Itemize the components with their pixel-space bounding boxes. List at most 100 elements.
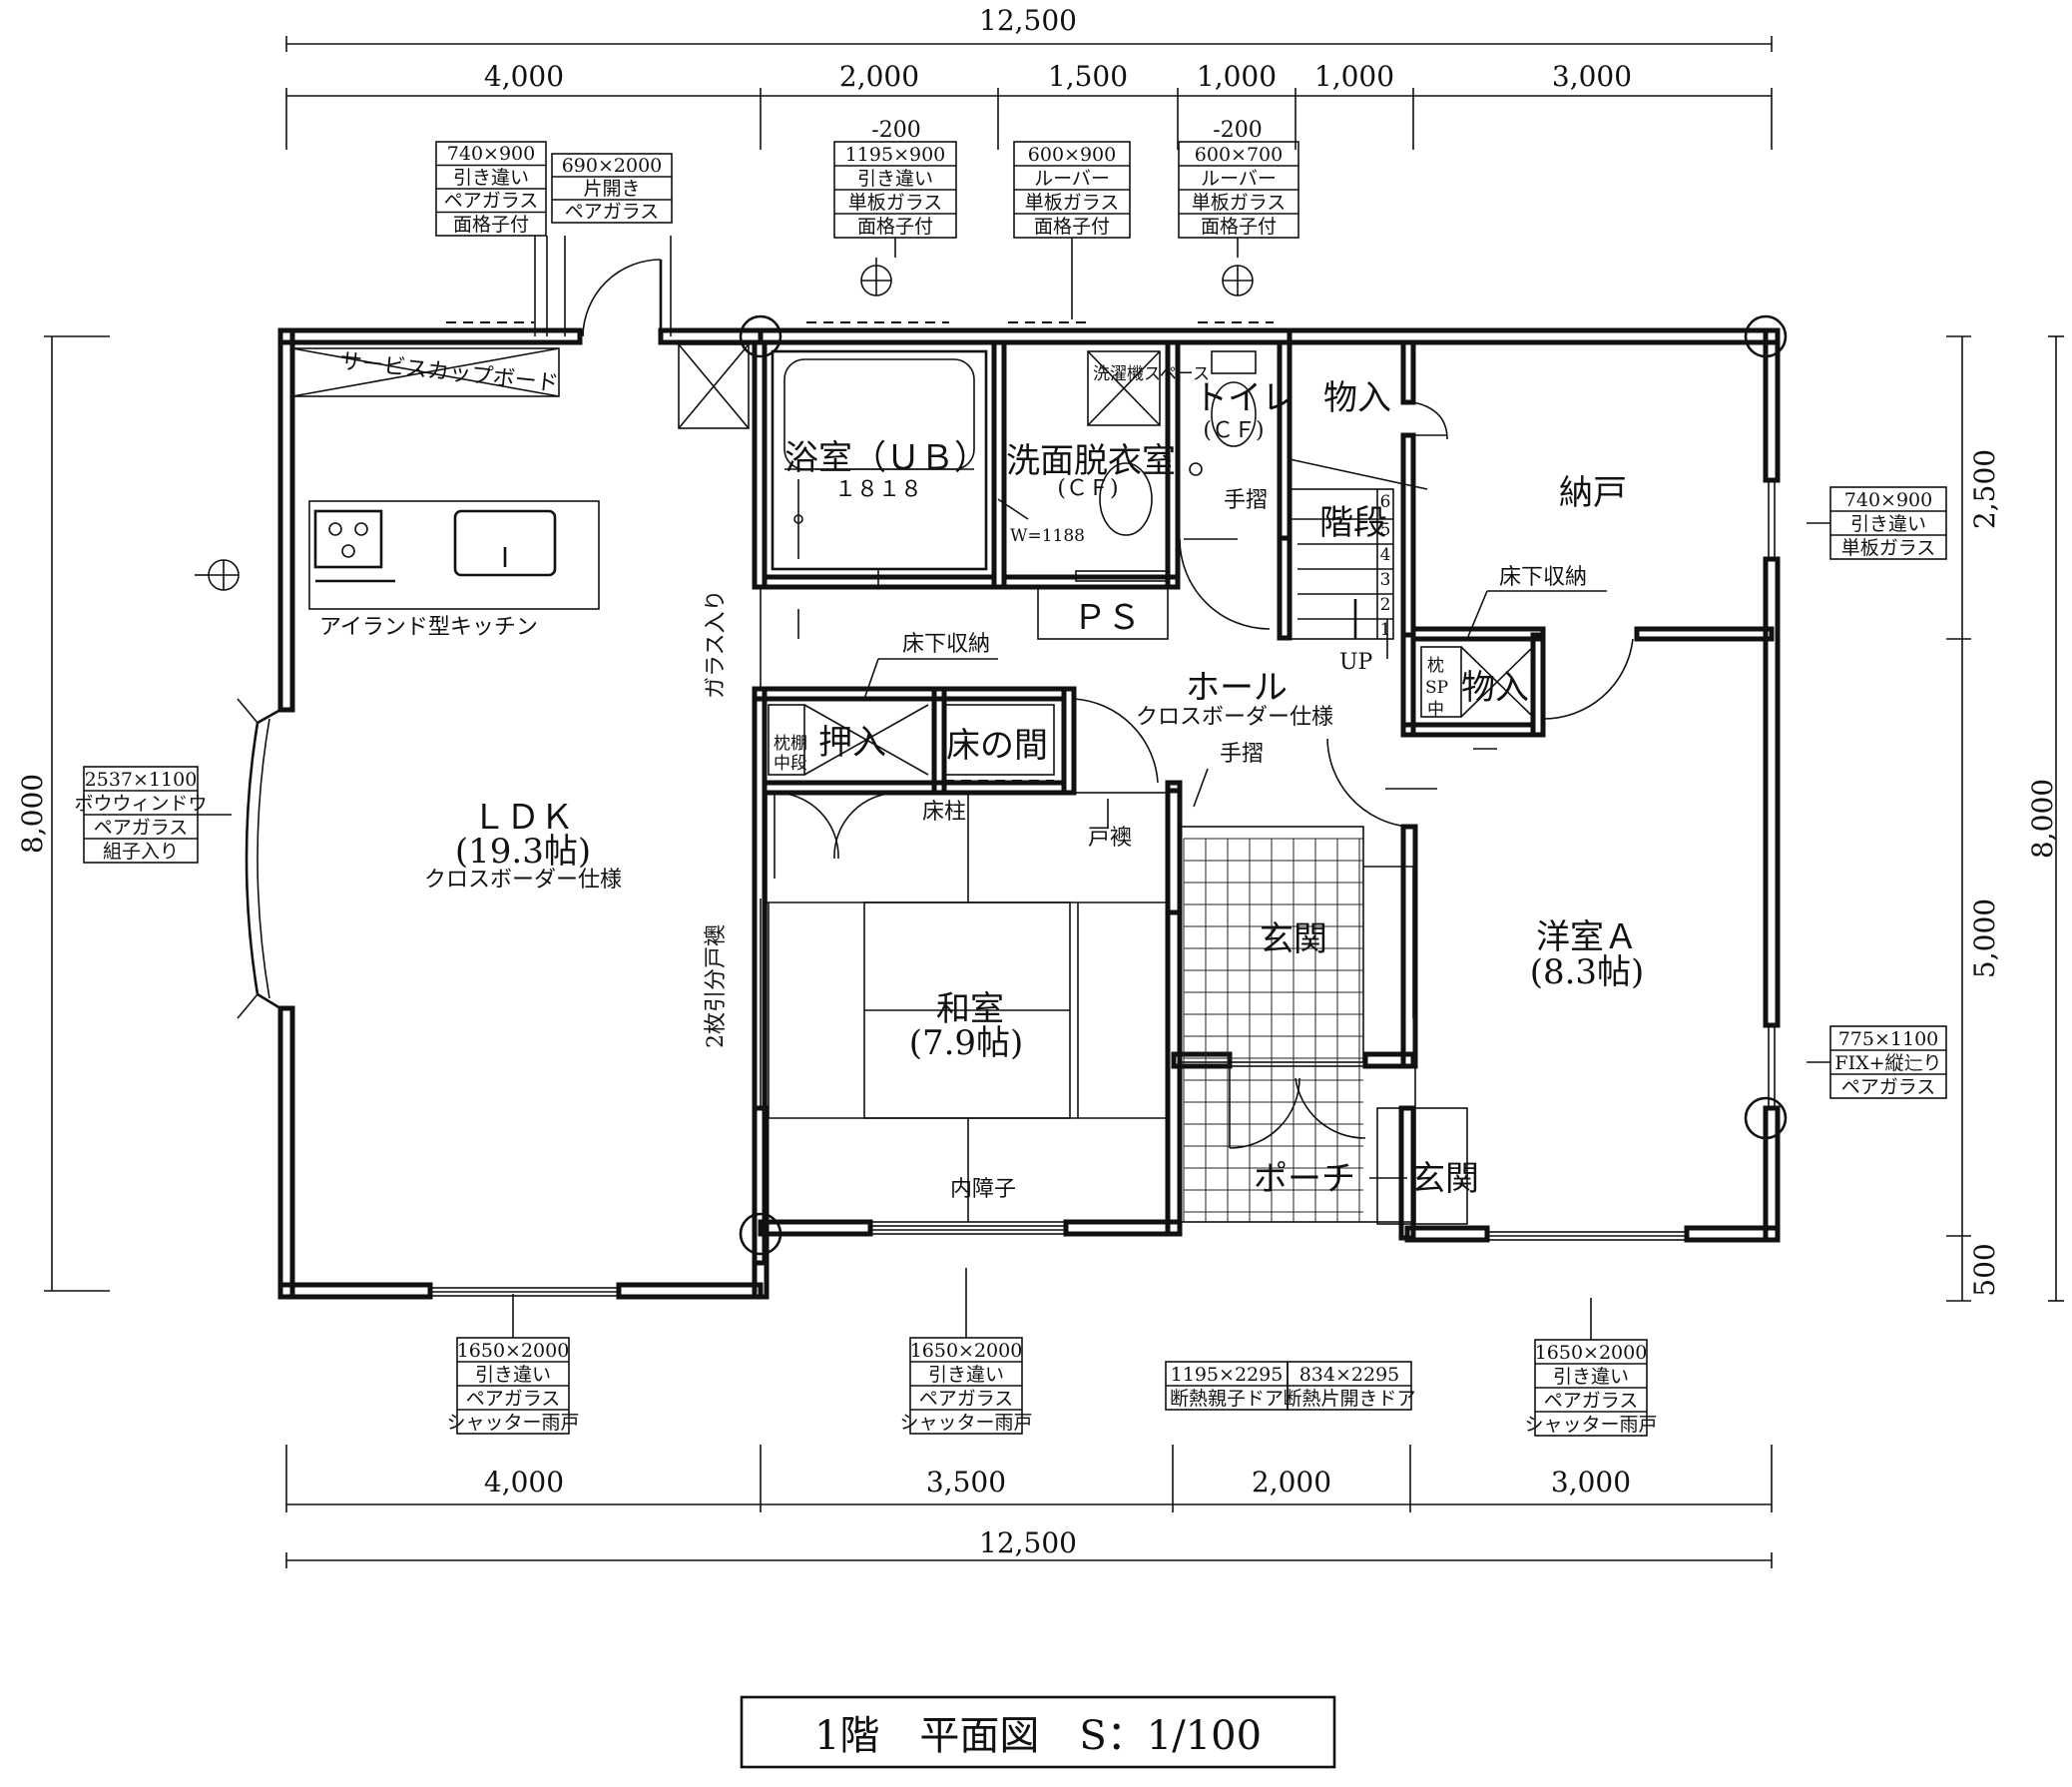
kitchen: サービスカップボード アイランド型キッチン: [291, 347, 600, 640]
wash-window-glass: 単板ガラス: [1025, 192, 1120, 214]
porch-label: ポーチ: [1254, 1159, 1355, 1199]
top-dimension-1: 4,000: [484, 60, 564, 93]
wash-window-tag: 600×900 ルーバー 単板ガラス 面格子付: [1013, 141, 1131, 239]
bottom-dimension-3: 2,000: [1252, 1466, 1331, 1498]
oshiire-label: 押入: [818, 723, 886, 763]
toilet-label: トイレ: [1194, 378, 1295, 418]
kitchen-label: アイランド型キッチン: [319, 615, 538, 640]
pillow-shelf-1: 枕棚: [774, 734, 807, 754]
storage-and-stairs: 物入 納戸 階段 UP 6 5 4 3 2 1: [1289, 378, 1627, 675]
bay-window: [237, 698, 281, 1019]
ldk-door-shutter: シャッター雨戸: [446, 1412, 579, 1434]
bay-window-lattice: 組子入り: [103, 841, 179, 863]
kitchen-door-glass: ペアガラス: [565, 201, 660, 223]
bath-window-grille: 面格子付: [857, 216, 933, 238]
entry-door-main-size: 1195×2295: [1171, 1364, 1284, 1386]
ldk-door-glass: ペアガラス: [466, 1388, 561, 1410]
tokonoma-label: 床の間: [946, 726, 1048, 766]
kitchen-window-size: 740×900: [447, 143, 535, 165]
closet-sp-1: 枕: [1427, 656, 1444, 676]
kitchen-window-tag: 740×900 引き違い ペアガラス 面格子付: [435, 141, 547, 237]
stair-step-3: 3: [1380, 570, 1391, 590]
toilet-window-tag: 600×700 ルーバー 単板ガラス 面格子付: [1178, 141, 1299, 239]
kitchen-window-glass: ペアガラス: [444, 190, 539, 212]
interior-walls: [752, 339, 1775, 1266]
western-door-glass: ペアガラス: [1544, 1390, 1639, 1412]
top-dimension-3: 1,500: [1048, 60, 1128, 93]
entry-door-main-type: 断熱親子ドア: [1170, 1388, 1284, 1410]
glass-label: ガラス入り: [704, 589, 729, 699]
toilet-offset: -200: [1213, 118, 1262, 143]
entry-door-tags: 1195×2295 断熱親子ドア 834×2295 断熱片開きドア: [1165, 1361, 1416, 1411]
underfloor-storage: 床下収納 床下収納: [797, 565, 1607, 700]
window-openings: [429, 321, 1776, 1297]
drawing-title: 1階 平面図 S：1/100: [814, 1713, 1262, 1759]
ldk-door-type: 引き違い: [475, 1364, 551, 1386]
pipe-space: ＰＳ: [1037, 586, 1169, 640]
handrail-label-2: 手摺: [1220, 742, 1264, 767]
stair-step-5: 5: [1380, 520, 1391, 540]
bath-label: 浴室（ＵＢ）: [784, 438, 988, 478]
storage-window-glass: 単板ガラス: [1841, 537, 1936, 559]
bay-window-size: 2537×1100: [85, 769, 198, 791]
right-dimension-1: 2,500: [1968, 449, 2001, 529]
ldk-finish: クロスボーダー仕様: [424, 868, 622, 893]
washitsu: 和室 (7.9帖) 内障子: [766, 792, 1169, 1223]
genkan: 玄関 ポーチ 玄関: [1179, 826, 1479, 1225]
bottom-total-dimension: 12,500: [979, 1526, 1077, 1559]
column-markers: [739, 314, 1788, 1256]
western-window-size: 775×1100: [1838, 1028, 1939, 1050]
ldk: ＬＤＫ (19.3帖) クロスボーダー仕様 ガラス入り 2枚引分戸襖: [424, 587, 762, 1108]
underfloor-label-1: 床下収納: [1499, 565, 1587, 590]
toilet-floor: (ＣＦ): [1203, 418, 1264, 443]
underfloor-label-2: 床下収納: [902, 632, 990, 657]
western-label: 洋室Ａ: [1536, 917, 1638, 957]
storage-window-tag: 740×900 引き違い 単板ガラス: [1829, 486, 1947, 560]
storage-small-label: 物入: [1323, 378, 1391, 418]
uchishoji-label: 内障子: [950, 1177, 1016, 1202]
genkan-label-2: 玄関: [1411, 1159, 1479, 1199]
washer-label: 洗濯機スペース: [1093, 364, 1210, 384]
bath-size: １８１８: [834, 477, 922, 502]
top-dimension-6: 3,000: [1552, 60, 1632, 93]
closet-sp-3: 中: [1427, 700, 1444, 720]
stair-step-2: 2: [1380, 595, 1391, 615]
kitchen-window-grille: 面格子付: [453, 214, 529, 236]
entry-door-sub-type: 断熱片開きドア: [1283, 1388, 1415, 1410]
tag-leaders: [198, 236, 1830, 1340]
western-window-glass: ペアガラス: [1841, 1076, 1936, 1098]
up-label: UP: [1339, 650, 1373, 675]
stairs-label: 階段: [1319, 503, 1387, 543]
ps-label: ＰＳ: [1073, 598, 1141, 638]
washitsu-label: 和室: [936, 989, 1004, 1029]
sliding-door-label: 2枚引分戸襖: [704, 924, 729, 1048]
wash-window-type: ルーバー: [1034, 168, 1110, 190]
fan-icon: [195, 258, 1254, 591]
hall: ホール クロスボーダー仕様 手摺: [1136, 668, 1437, 828]
washitsu-door-shutter: シャッター雨戸: [899, 1412, 1032, 1434]
bottom-dimension-4: 3,000: [1551, 1466, 1631, 1498]
dimension-lines: 12,500 4,000 2,000 1,500 1,000 1,000 3,0…: [16, 4, 2064, 1568]
bath-offset: -200: [871, 118, 920, 143]
bottom-dimension-2: 3,500: [926, 1466, 1006, 1498]
toilet-window-glass: 単板ガラス: [1192, 192, 1287, 214]
bath-window-glass: 単板ガラス: [848, 192, 943, 214]
bath-window-tag: 1195×900 引き違い 単板ガラス 面格子付: [833, 141, 957, 239]
bath-window-type: 引き違い: [857, 168, 933, 190]
service-cupboard-label: サービスカップボード: [338, 349, 559, 397]
bath-window-size: 1195×900: [845, 144, 946, 166]
western-door-type: 引き違い: [1553, 1366, 1629, 1388]
western-window-tag: 775×1100 FIX+縦辷り ペアガラス: [1829, 1025, 1947, 1099]
top-dimension-5: 1,000: [1314, 60, 1394, 93]
tobusuma-label: 戸襖: [1088, 826, 1132, 851]
wash-window-grille: 面格子付: [1034, 216, 1110, 238]
western-door-size: 1650×2000: [1535, 1342, 1648, 1364]
right-dimension-2: 5,000: [1968, 898, 2001, 978]
kitchen-door-type: 片開き: [583, 178, 640, 200]
tokobashira-label: 床柱: [922, 800, 966, 825]
western-door-tag: 1650×2000 引き違い ペアガラス シャッター雨戸: [1524, 1339, 1658, 1437]
drawing-title-block: 1階 平面図 S：1/100: [740, 1695, 1336, 1769]
kitchen-door-tag: 690×2000 片開き ペアガラス: [551, 153, 673, 224]
washitsu-size: (7.9帖): [909, 1023, 1024, 1063]
ldk-label: ＬＤＫ: [472, 798, 574, 838]
